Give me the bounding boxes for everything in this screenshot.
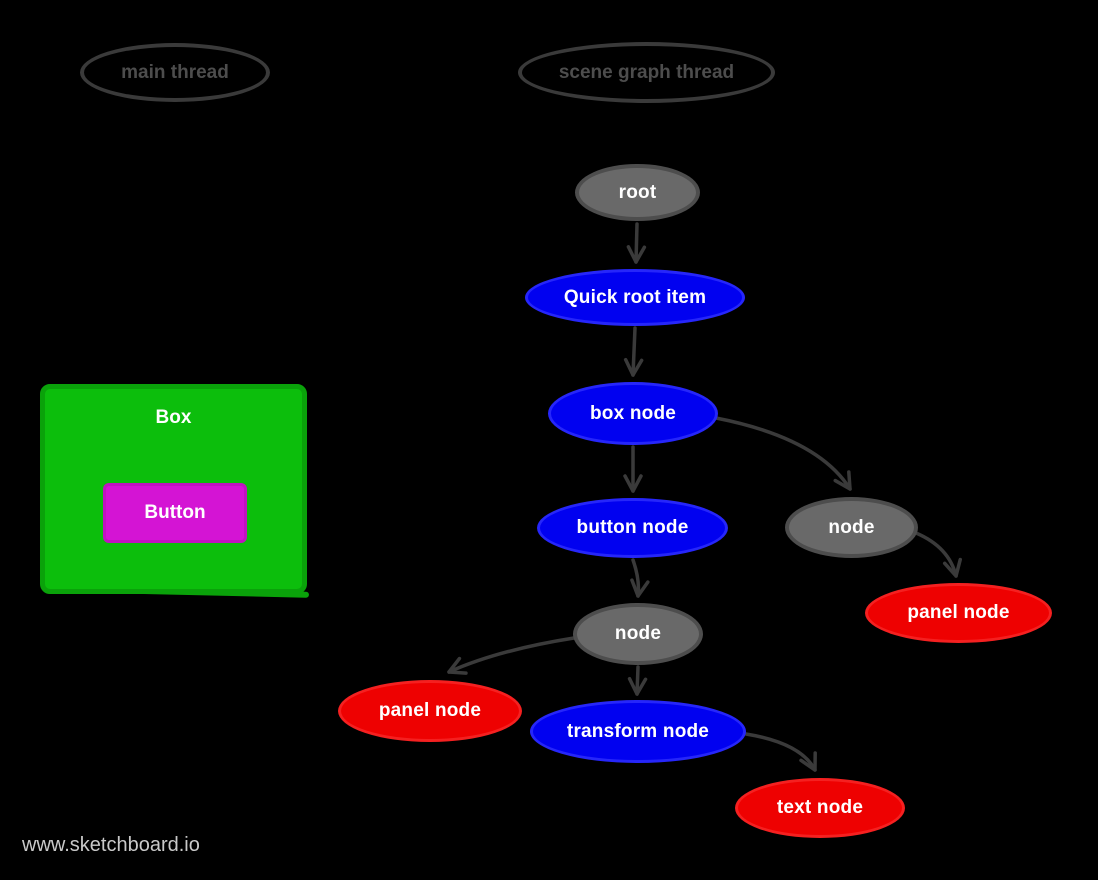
node-panel-node-left[interactable]: panel node xyxy=(338,680,522,742)
ui-button-shape[interactable]: Button xyxy=(103,483,247,543)
edge-node-right-to-panel-node-right[interactable] xyxy=(914,531,962,578)
ui-box-label: Box xyxy=(155,407,192,428)
edge-root-to-quick-root-item[interactable] xyxy=(626,222,647,264)
edge-transform-node-to-text-node[interactable] xyxy=(744,732,817,772)
node-box-node-label: box node xyxy=(589,402,677,424)
node-root-label: root xyxy=(618,181,657,203)
node-button-node[interactable]: button node xyxy=(537,498,728,558)
node-text-node-label: text node xyxy=(776,797,864,818)
node-quick-root-item-label: Quick root item xyxy=(563,286,707,308)
ui-button-label: Button xyxy=(144,502,206,523)
node-right[interactable]: node xyxy=(785,497,918,558)
edge-node-mid-to-panel-node-left[interactable] xyxy=(447,636,576,675)
edge-box-node-to-node-right[interactable] xyxy=(714,416,852,491)
node-text-node[interactable]: text node xyxy=(735,778,905,838)
lane-scene-graph-thread-label: scene graph thread xyxy=(558,61,735,83)
node-quick-root-item[interactable]: Quick root item xyxy=(525,269,745,326)
edge-quick-root-item-to-box-node[interactable] xyxy=(623,326,644,377)
lane-scene-graph-thread[interactable]: scene graph thread xyxy=(518,42,775,103)
edge-node-mid-to-transform-node[interactable] xyxy=(627,665,648,696)
sketchboard-watermark: www.sketchboard.io xyxy=(22,834,200,856)
node-box-node[interactable]: box node xyxy=(548,382,718,445)
node-right-label: node xyxy=(828,516,875,538)
lane-main-thread-label: main thread xyxy=(121,61,229,83)
lane-main-thread[interactable]: main thread xyxy=(80,43,270,102)
node-transform-node-label: transform node xyxy=(566,720,710,742)
edge-button-node-to-node-mid[interactable] xyxy=(630,558,650,598)
node-transform-node[interactable]: transform node xyxy=(530,700,746,763)
node-panel-node-right[interactable]: panel node xyxy=(865,583,1052,643)
node-mid[interactable]: node xyxy=(573,603,703,665)
node-panel-node-left-label: panel node xyxy=(378,700,482,721)
ui-box-shape[interactable]: Box xyxy=(40,384,307,594)
node-mid-label: node xyxy=(614,623,662,644)
node-panel-node-right-label: panel node xyxy=(907,602,1010,623)
node-root[interactable]: root xyxy=(575,164,700,221)
node-button-node-label: button node xyxy=(576,517,689,538)
